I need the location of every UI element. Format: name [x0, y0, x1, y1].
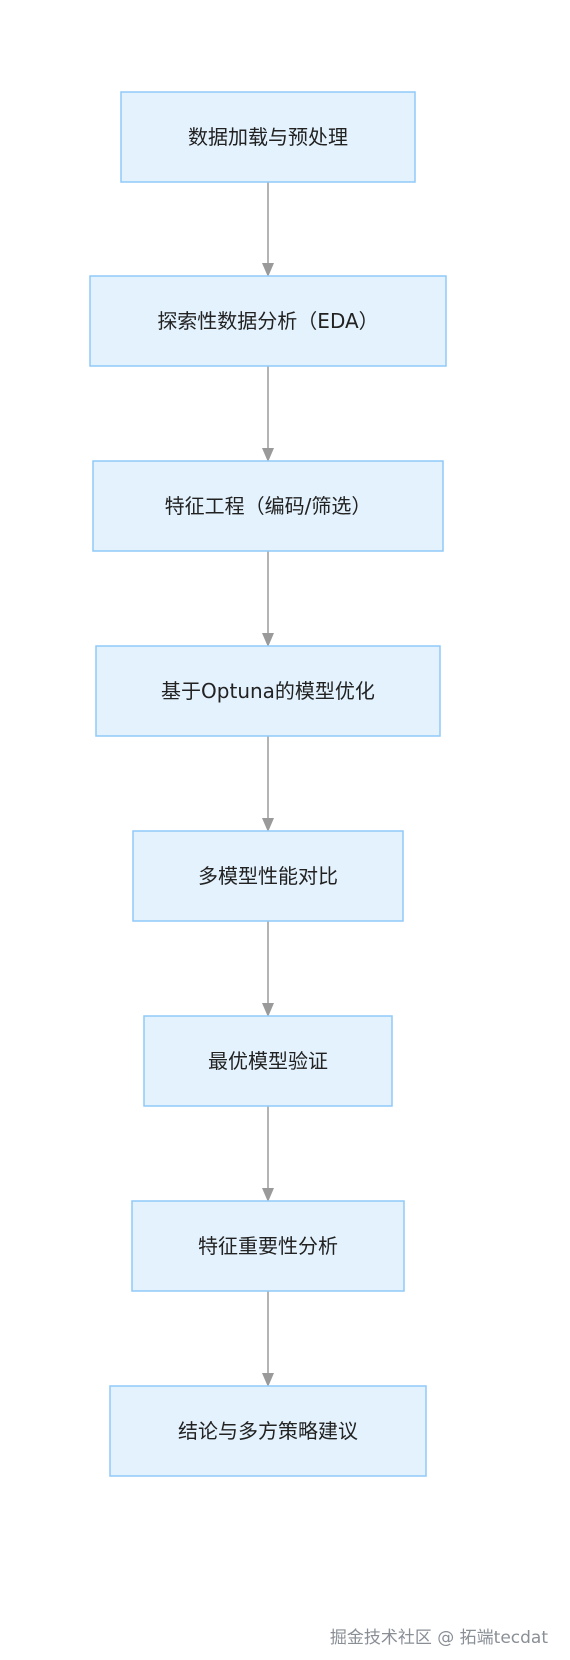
flow-node-box: [89, 275, 447, 367]
flow-node-load: 数据加载与预处理: [120, 91, 416, 183]
flow-node-feature: 特征工程（编码/筛选）: [92, 460, 444, 552]
flow-node-conclusion: 结论与多方策略建议: [109, 1385, 427, 1477]
flow-node-box: [95, 645, 441, 737]
flow-node-eda: 探索性数据分析（EDA）: [89, 275, 447, 367]
flow-node-box: [143, 1015, 393, 1107]
flow-node-label: 特征工程（编码/筛选）: [165, 494, 372, 518]
flow-node-label: 特征重要性分析: [198, 1234, 338, 1258]
flow-node-label: 结论与多方策略建议: [178, 1419, 358, 1443]
flow-node-label: 探索性数据分析（EDA）: [157, 309, 378, 333]
flow-node-box: [109, 1385, 427, 1477]
flow-node-label: 基于Optuna的模型优化: [161, 679, 375, 703]
flow-node-validate: 最优模型验证: [143, 1015, 393, 1107]
flow-node-importance: 特征重要性分析: [131, 1200, 405, 1292]
flow-node-optuna: 基于Optuna的模型优化: [95, 645, 441, 737]
flow-node-box: [92, 460, 444, 552]
flow-node-label: 数据加载与预处理: [188, 125, 348, 149]
flow-node-box: [120, 91, 416, 183]
flow-node-box: [131, 1200, 405, 1292]
flow-node-box: [132, 830, 404, 922]
watermark-text: 掘金技术社区 @ 拓端tecdat: [329, 1628, 548, 1648]
flow-node-label: 多模型性能对比: [198, 864, 338, 888]
flow-node-label: 最优模型验证: [208, 1049, 328, 1073]
flow-node-compare: 多模型性能对比: [132, 830, 404, 922]
